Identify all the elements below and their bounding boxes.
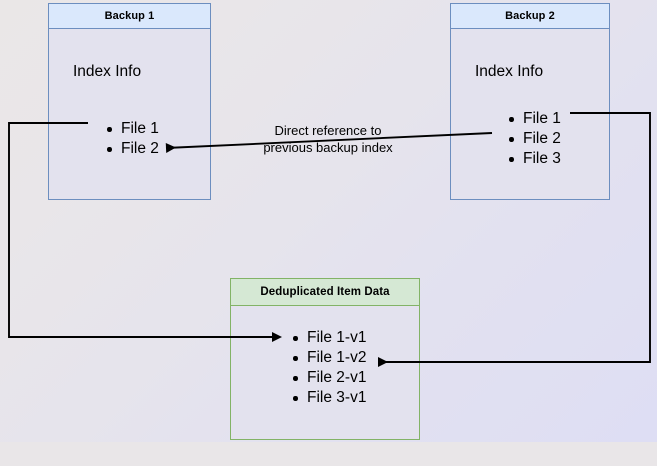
- backup-1-file-item: File 2: [107, 139, 159, 159]
- direct-reference-line-2: previous backup index: [263, 140, 393, 155]
- backup-2-body: Index Info File 1 File 2 File 3: [451, 29, 609, 224]
- dedup-file-item: File 1-v1: [293, 328, 366, 348]
- deduplicated-item-data-title: Deduplicated Item Data: [260, 286, 390, 298]
- backup-2-file-item: File 3: [509, 149, 561, 169]
- dedup-file-list: File 1-v1 File 1-v2 File 2-v1 File 3-v1: [275, 328, 366, 408]
- backup-1-body: Index Info File 1 File 2: [49, 29, 210, 224]
- backup-2-index-info-label: Index Info: [475, 63, 544, 80]
- deduplicated-item-data-box[interactable]: Deduplicated Item Data File 1-v1 File 1-…: [230, 278, 420, 440]
- dedup-file-item: File 1-v2: [293, 348, 366, 368]
- backup-1-file-list: File 1 File 2: [89, 119, 159, 159]
- backup-2-file-item: File 1: [509, 109, 561, 129]
- direct-reference-line-1: Direct reference to: [274, 123, 382, 138]
- deduplicated-item-data-header: Deduplicated Item Data: [231, 279, 419, 306]
- diagram-canvas: Backup 1 Index Info File 1 File 2 Backup…: [0, 0, 657, 442]
- dedup-file-item: File 3-v1: [293, 388, 366, 408]
- backup-2-header: Backup 2: [451, 4, 609, 29]
- backup-2-file-list: File 1 File 2 File 3: [491, 109, 561, 169]
- backup-2-box[interactable]: Backup 2 Index Info File 1 File 2 File 3: [450, 3, 610, 200]
- backup-1-index-info-label: Index Info: [73, 63, 142, 80]
- dedup-file-item: File 2-v1: [293, 368, 366, 388]
- direct-reference-label: Direct reference to previous backup inde…: [248, 122, 408, 156]
- backup-1-header: Backup 1: [49, 4, 210, 29]
- backup-2-file-item: File 2: [509, 129, 561, 149]
- backup-1-title: Backup 1: [104, 10, 155, 22]
- backup-1-box[interactable]: Backup 1 Index Info File 1 File 2: [48, 3, 211, 200]
- backup-2-title: Backup 2: [505, 10, 555, 22]
- deduplicated-item-data-body: File 1-v1 File 1-v2 File 2-v1 File 3-v1: [231, 306, 419, 466]
- backup-1-file-item: File 1: [107, 119, 159, 139]
